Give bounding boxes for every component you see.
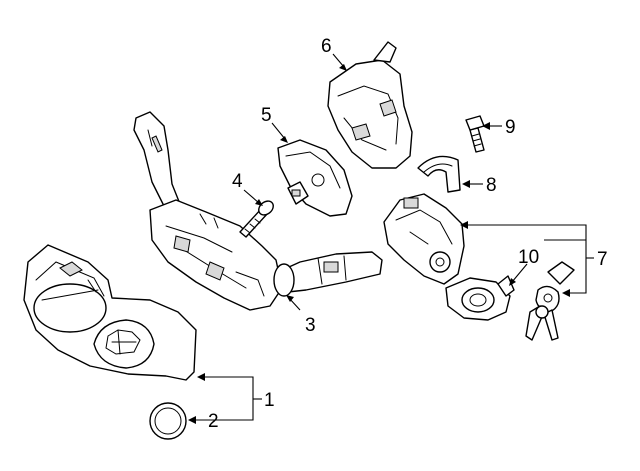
retaining-clip bbox=[417, 155, 461, 193]
callout-2: 2 bbox=[208, 411, 219, 432]
combination-switch bbox=[133, 111, 383, 311]
angle-sensor bbox=[277, 139, 353, 217]
lock-housing bbox=[383, 193, 465, 285]
callout-10: 10 bbox=[518, 247, 539, 268]
callout-5: 5 bbox=[261, 105, 272, 126]
leader-lines bbox=[188, 53, 594, 424]
callout-3: 3 bbox=[305, 315, 316, 336]
callout-4: 4 bbox=[232, 171, 243, 192]
callout-9: 9 bbox=[505, 117, 516, 138]
bolt bbox=[465, 115, 485, 153]
callout-8: 8 bbox=[486, 175, 497, 196]
callout-6: 6 bbox=[321, 36, 332, 57]
callout-1: 1 bbox=[264, 390, 275, 411]
column-cover bbox=[23, 244, 197, 381]
mounting-screw bbox=[239, 200, 274, 238]
bezel-cap bbox=[149, 402, 187, 440]
ignition-cylinder bbox=[445, 275, 515, 321]
ignition-keys bbox=[525, 261, 575, 341]
clock-spring bbox=[327, 41, 413, 169]
callout-7: 7 bbox=[597, 249, 608, 270]
